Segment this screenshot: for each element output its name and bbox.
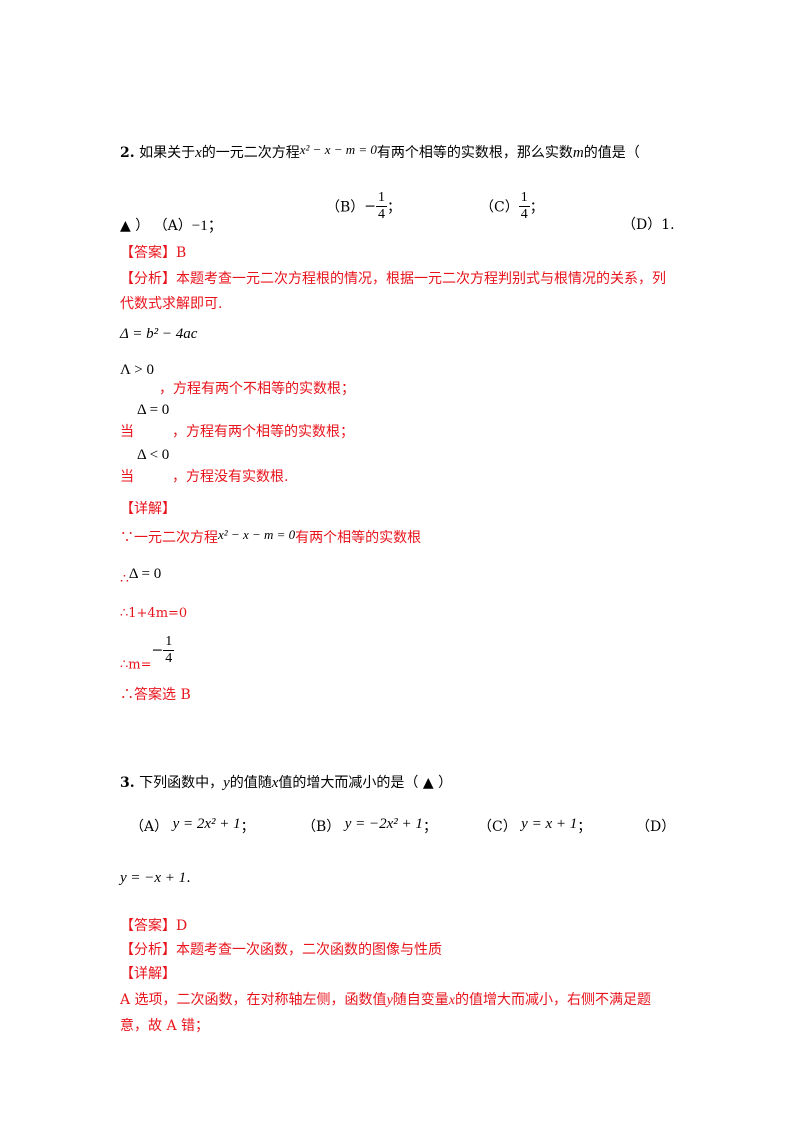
question-2-stem: 2. 如果关于x的一元二次方程x² − x − m = 0有两个相等的实数根，那… — [120, 142, 640, 161]
case-2-text: ，方程有两个相等的实数根； — [172, 424, 354, 440]
question-2-option-a: ▲ ） （A）−1； — [120, 218, 223, 234]
question-2-option-d: （D）1. — [622, 217, 675, 233]
question-3-stem: 3. 下列函数中，y的值随x值的增大而减小的是（ ▲ ） — [120, 775, 453, 791]
detail-2-step-5: ∴答案选 B — [120, 687, 191, 703]
question-3-option-d: y = −x + 1. — [120, 870, 191, 886]
detail-3-line-1: A 选项，二次函数，在对称轴左侧，函数值y随自变量x的值增大而减小，右侧不满足题 — [120, 992, 651, 1008]
case-3-text: ，方程没有实数根. — [172, 469, 289, 485]
detail-3-heading: 【详解】 — [120, 966, 176, 982]
detail-2-step-2: ∴Δ = 0 — [120, 566, 162, 587]
detail-3-line-2: 意，故 A 错； — [120, 1018, 210, 1034]
question-number: 3. — [120, 775, 135, 791]
question-3-option-d-label: （D） — [636, 819, 676, 835]
analysis-3: 【分析】本题考查一次函数，二次函数的图像与性质 — [120, 942, 442, 958]
case-3-math: Δ < 0 — [137, 447, 170, 463]
case-1-text: ，方程有两个不相等的实数根； — [159, 381, 355, 397]
case-3-when: 当 — [120, 469, 134, 485]
detail-2-step-3: ∴1+4m=0 — [120, 606, 188, 621]
analysis-2-line-2: 代数式求解即可. — [120, 296, 223, 312]
equation: x² − x − m = 0 — [299, 142, 377, 157]
question-3-option-a: （A） y = 2x² + 1； — [130, 816, 255, 835]
answer-3: 【答案】D — [120, 918, 188, 934]
discriminant-formula: Δ = b² − 4ac — [120, 326, 198, 342]
question-3-option-c: （C） y = x + 1； — [478, 816, 592, 835]
question-number: 2. — [120, 145, 135, 161]
answer-2: 【答案】B — [120, 245, 187, 261]
analysis-2-line-1: 【分析】本题考查一元二次方程根的情况，根据一元二次方程判别式与根情况的关系，列 — [120, 271, 666, 287]
equation: x² − x − m = 0 — [218, 527, 296, 542]
case-1-math: Λ > 0 — [120, 362, 154, 378]
case-2-math: Δ = 0 — [137, 402, 170, 418]
question-3-option-b: （B） y = −2x² + 1； — [302, 816, 437, 835]
detail-2-heading: 【详解】 — [120, 501, 176, 517]
detail-2-step-1: ∵一元二次方程x² − x − m = 0有两个相等的实数根 — [120, 527, 422, 546]
case-2-when: 当 — [120, 424, 134, 440]
